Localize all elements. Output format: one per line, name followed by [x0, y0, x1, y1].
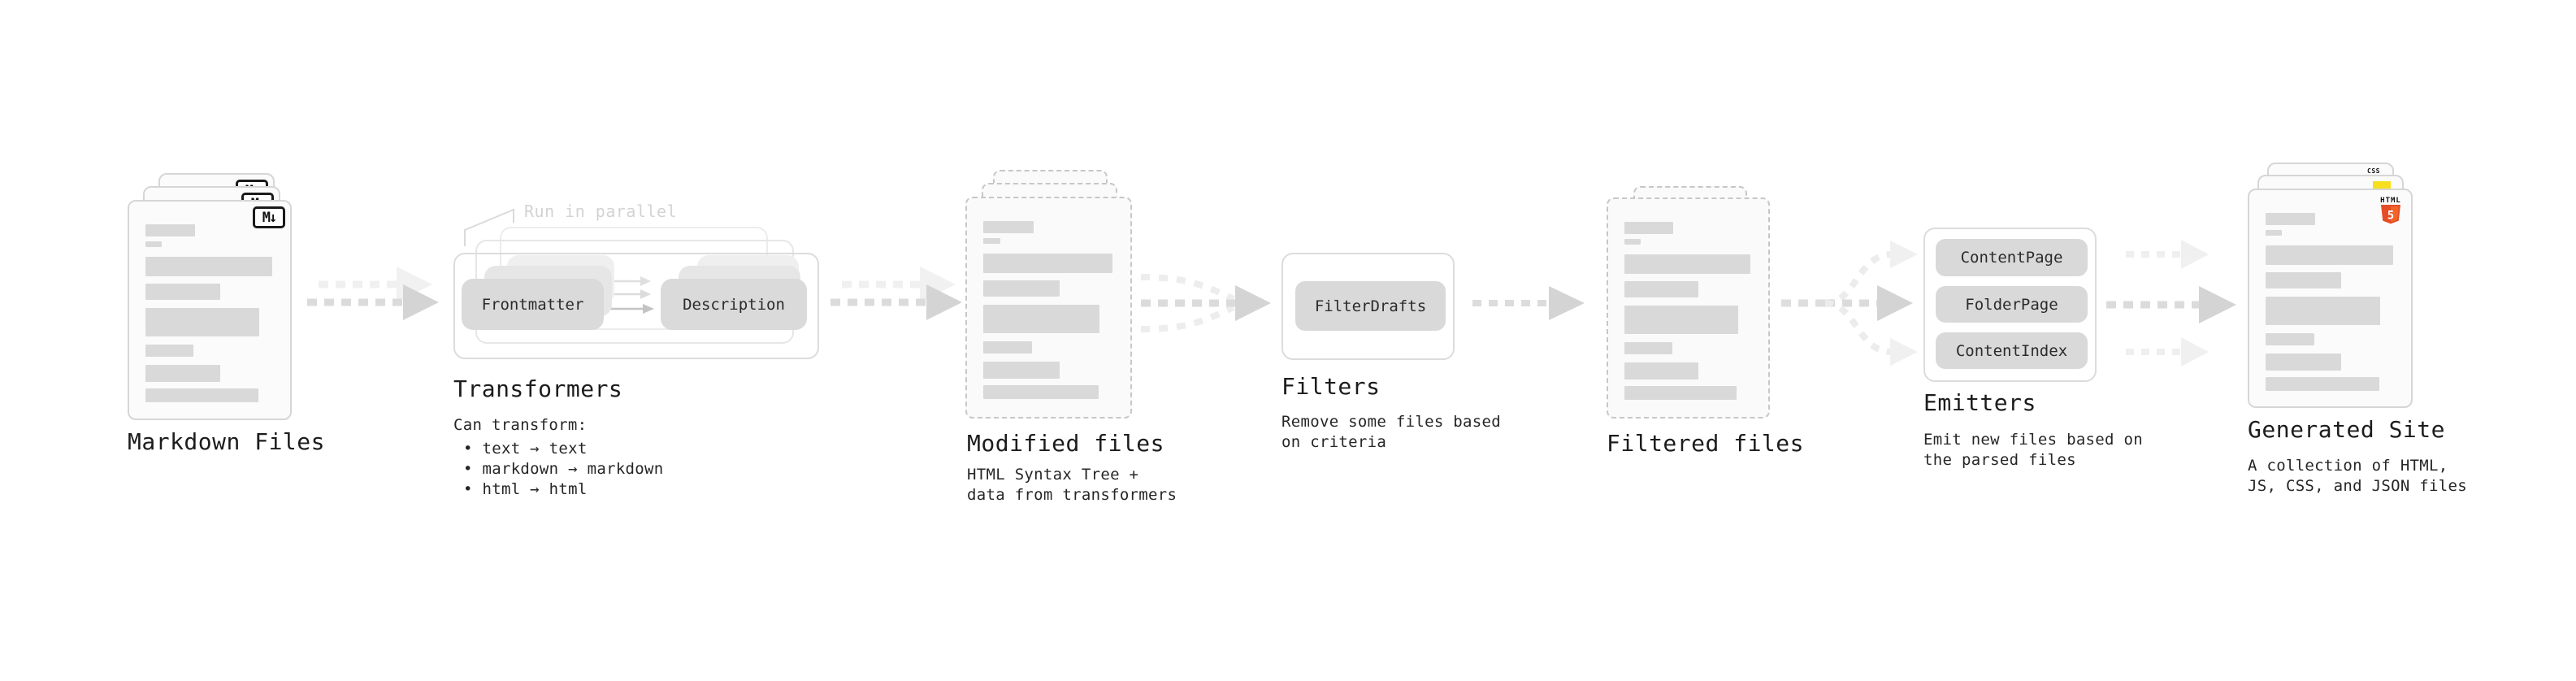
document-placeholder-lines	[145, 224, 272, 402]
document-placeholder-lines	[1624, 222, 1750, 400]
generated-site-desc: JS, CSS, and JSON files	[2248, 477, 2467, 495]
arrow-emitters-to-generated	[2106, 240, 2236, 367]
filter-drafts-pill: FilterDrafts	[1295, 281, 1446, 331]
arrow-transformers-to-modified	[830, 267, 962, 320]
filters-desc: on criteria	[1281, 433, 1387, 451]
transformers-bullet: • html → html	[463, 480, 588, 498]
arrow-markdown-to-transformers	[307, 267, 439, 320]
transformers-desc-heading: Can transform:	[453, 416, 588, 434]
frontmatter-pill: Frontmatter	[462, 279, 604, 330]
description-pill: Description	[661, 279, 807, 330]
emitters-desc: Emit new files based on	[1923, 431, 2143, 449]
generated-site-title: Generated Site	[2248, 416, 2446, 443]
file-card-front: M↓	[128, 200, 292, 420]
filters-desc: Remove some files based	[1281, 413, 1501, 431]
filters-title: Filters	[1281, 373, 1381, 400]
html5-icon: HTML 5	[2380, 197, 2401, 224]
generated-site-desc: A collection of HTML,	[2248, 457, 2448, 475]
transformers-bullet: • text → text	[463, 440, 588, 458]
transformer-layer-box-front	[453, 253, 819, 359]
arrow-filters-to-filtered	[1472, 286, 1585, 320]
content-page-pill: ContentPage	[1936, 239, 2088, 276]
content-index-pill: ContentIndex	[1936, 332, 2088, 369]
document-placeholder-lines	[2266, 213, 2393, 391]
file-card-front	[965, 197, 1132, 419]
folder-page-pill: FolderPage	[1936, 286, 2088, 323]
modified-files-title: Modified files	[967, 430, 1165, 457]
modified-files-desc: data from transformers	[967, 486, 1177, 504]
file-card-front-html: HTML 5	[2248, 189, 2413, 408]
emitters-title: Emitters	[1923, 389, 2036, 416]
document-placeholder-lines	[983, 221, 1112, 399]
arrow-modified-to-filters-converge	[1140, 274, 1271, 332]
filters-panel: FilterDrafts	[1281, 253, 1455, 360]
markdown-files-title: Markdown Files	[128, 428, 326, 455]
transformers-title: Transformers	[453, 375, 623, 402]
run-in-parallel-annotation: Run in parallel	[524, 202, 678, 221]
transformers-bullet: • markdown → markdown	[463, 460, 664, 478]
arrow-filtered-to-emitters-fanout	[1781, 241, 1918, 366]
file-card-front	[1607, 197, 1770, 419]
emitters-panel: ContentPage FolderPage ContentIndex	[1923, 228, 2097, 382]
svg-text:5: 5	[2387, 210, 2394, 223]
emitters-desc: the parsed files	[1923, 451, 2076, 469]
filtered-files-title: Filtered files	[1607, 430, 1805, 457]
modified-files-desc: HTML Syntax Tree +	[967, 466, 1139, 484]
markdown-icon: M↓	[253, 206, 285, 228]
